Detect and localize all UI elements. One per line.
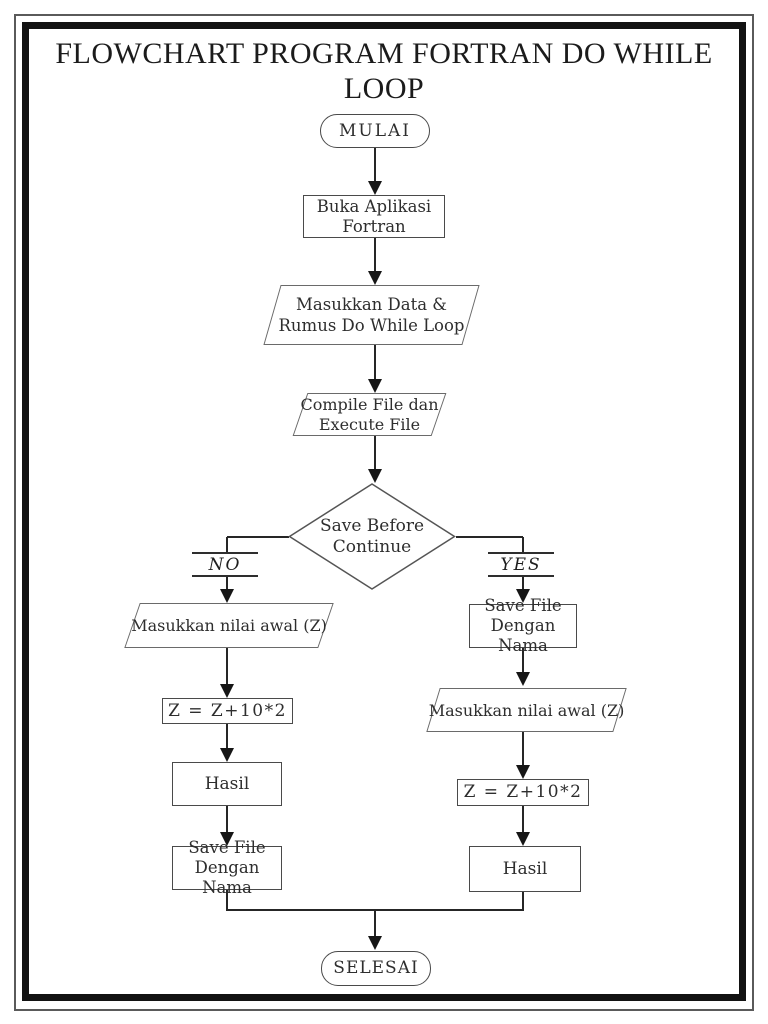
branch-label-no: NO [192,552,258,577]
connector-yes-upper [522,537,524,553]
connector-noinput-to-noformula [226,648,228,685]
io-yes-input: Masukkan nilai awal (Z) [425,688,628,732]
arrowhead-down-icon [220,832,234,846]
arrowhead-down-icon [220,589,234,603]
connector-no-upper [226,537,228,553]
io-compile-execute: Compile File dan Execute File [292,393,447,436]
connector-openapp-to-inputdata [374,238,376,272]
arrowhead-down-icon [516,672,530,686]
connector-compile-to-decision [374,436,376,470]
io-no-input: Masukkan nilai awal (Z) [123,603,335,648]
process-no-result-label: Hasil [204,773,250,794]
process-no-formula-label: Z = Z+10*2 [168,700,287,721]
process-yes-result-label: Hasil [502,858,548,879]
arrowhead-down-icon [368,181,382,195]
process-no-result: Hasil [172,762,282,806]
connector-decision-left [227,536,289,538]
process-yes-formula-label: Z = Z+10*2 [463,782,583,802]
arrowhead-down-icon [516,832,530,846]
connector-nosave-to-merge [226,890,228,911]
connector-yesresult-to-merge [522,892,524,911]
connector-noresult-to-nosave [226,806,228,833]
arrowhead-down-icon [368,936,382,950]
terminator-start: MULAI [320,114,430,148]
process-no-save-line1: Save File [188,838,266,857]
branch-label-yes-text: YES [500,554,542,575]
arrowhead-down-icon [516,765,530,779]
arrowhead-down-icon [220,684,234,698]
io-compile-execute-line1: Compile File dan [300,394,439,414]
connector-yesformula-to-yesresult [522,806,524,833]
decision-label: Save Before Continue [288,483,456,590]
connector-merge-to-end [374,910,376,937]
connector-start-to-openapp [374,148,376,182]
terminator-end-label: SELESAI [333,958,419,978]
arrowhead-down-icon [368,379,382,393]
decision-diamond-shape [288,483,456,590]
io-input-data-line1: Masukkan Data & [296,295,447,314]
connector-yessave-to-yesinput [522,648,524,675]
connector-no-lower [226,576,228,590]
page-border-outer [14,14,754,1011]
process-open-app-line1: Buka Aplikasi [316,196,432,216]
branch-label-yes: YES [488,552,554,577]
connector-yesinput-to-yesformula [522,732,524,766]
arrowhead-down-icon [368,469,382,483]
io-compile-execute-line2: Execute File [318,414,421,434]
arrowhead-down-icon [368,271,382,285]
page-title: FLOWCHART PROGRAM FORTRAN DO WHILE LOOP [34,36,734,106]
decision-save-before-continue: Save Before Continue [288,483,456,590]
process-yes-formula: Z = Z+10*2 [457,779,589,806]
decision-label-line2: Continue [332,536,412,557]
decision-label-line1: Save Before [319,515,425,536]
connector-inputdata-to-compile [374,345,376,380]
io-input-data-line2: Rumus Do While Loop [278,316,465,335]
branch-label-no-text: NO [208,554,242,575]
process-open-app: Buka Aplikasi Fortran [303,195,445,238]
page-title-line2: LOOP [343,72,425,105]
arrowhead-down-icon [220,748,234,762]
process-yes-save: Save File Dengan Nama [469,596,577,655]
io-input-data: Masukkan Data & Rumus Do While Loop [263,285,480,345]
process-no-save-line2: Dengan Nama [194,858,260,897]
io-no-input-label: Masukkan nilai awal (Z) [131,616,327,635]
process-no-save: Save File Dengan Nama [172,838,282,897]
process-yes-result: Hasil [469,846,581,892]
io-yes-input-label: Masukkan nilai awal (Z) [428,700,625,720]
terminator-end: SELESAI [321,951,431,986]
page-title-line1: FLOWCHART PROGRAM FORTRAN DO WHILE [55,37,713,70]
process-yes-save-line2: Dengan Nama [490,616,556,655]
process-no-formula: Z = Z+10*2 [162,698,293,724]
process-open-app-line2: Fortran [342,216,406,236]
process-yes-save-line1: Save File [484,596,562,615]
page-border-inner [22,22,746,1001]
connector-decision-right [456,536,523,538]
connector-yes-lower [522,576,524,590]
terminator-start-label: MULAI [338,120,411,141]
connector-noformula-to-noresult [226,723,228,749]
arrowhead-down-icon [516,589,530,603]
